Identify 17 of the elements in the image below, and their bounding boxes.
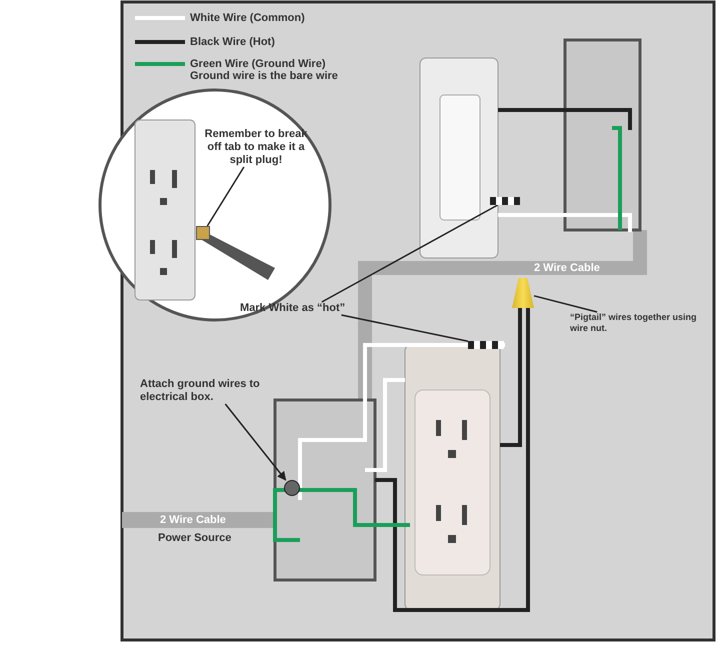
wire-tape-mark	[490, 197, 520, 205]
leader-line	[321, 204, 498, 303]
outlet-tab-mark	[196, 226, 210, 240]
legend-note: Ground wire is the bare wire	[190, 70, 338, 83]
leader-line	[341, 314, 468, 342]
callout-text: “Pigtail” wires together using wire nut.	[570, 312, 710, 334]
legend-text: Black Wire (Hot)	[190, 36, 275, 49]
source-label: Power Source	[158, 532, 232, 545]
cable-label: 2 Wire Cable	[160, 514, 226, 527]
cable-label: 2 Wire Cable	[534, 262, 600, 275]
leader-line	[224, 404, 286, 481]
leader-line	[534, 295, 598, 313]
callout-text: Attach ground wires to electrical box.	[140, 378, 290, 404]
legend-text: White Wire (Common)	[190, 12, 305, 25]
wire-tape-mark	[468, 341, 504, 349]
leader-line	[206, 166, 245, 226]
legend-text: Green Wire (Ground Wire)	[190, 58, 326, 71]
